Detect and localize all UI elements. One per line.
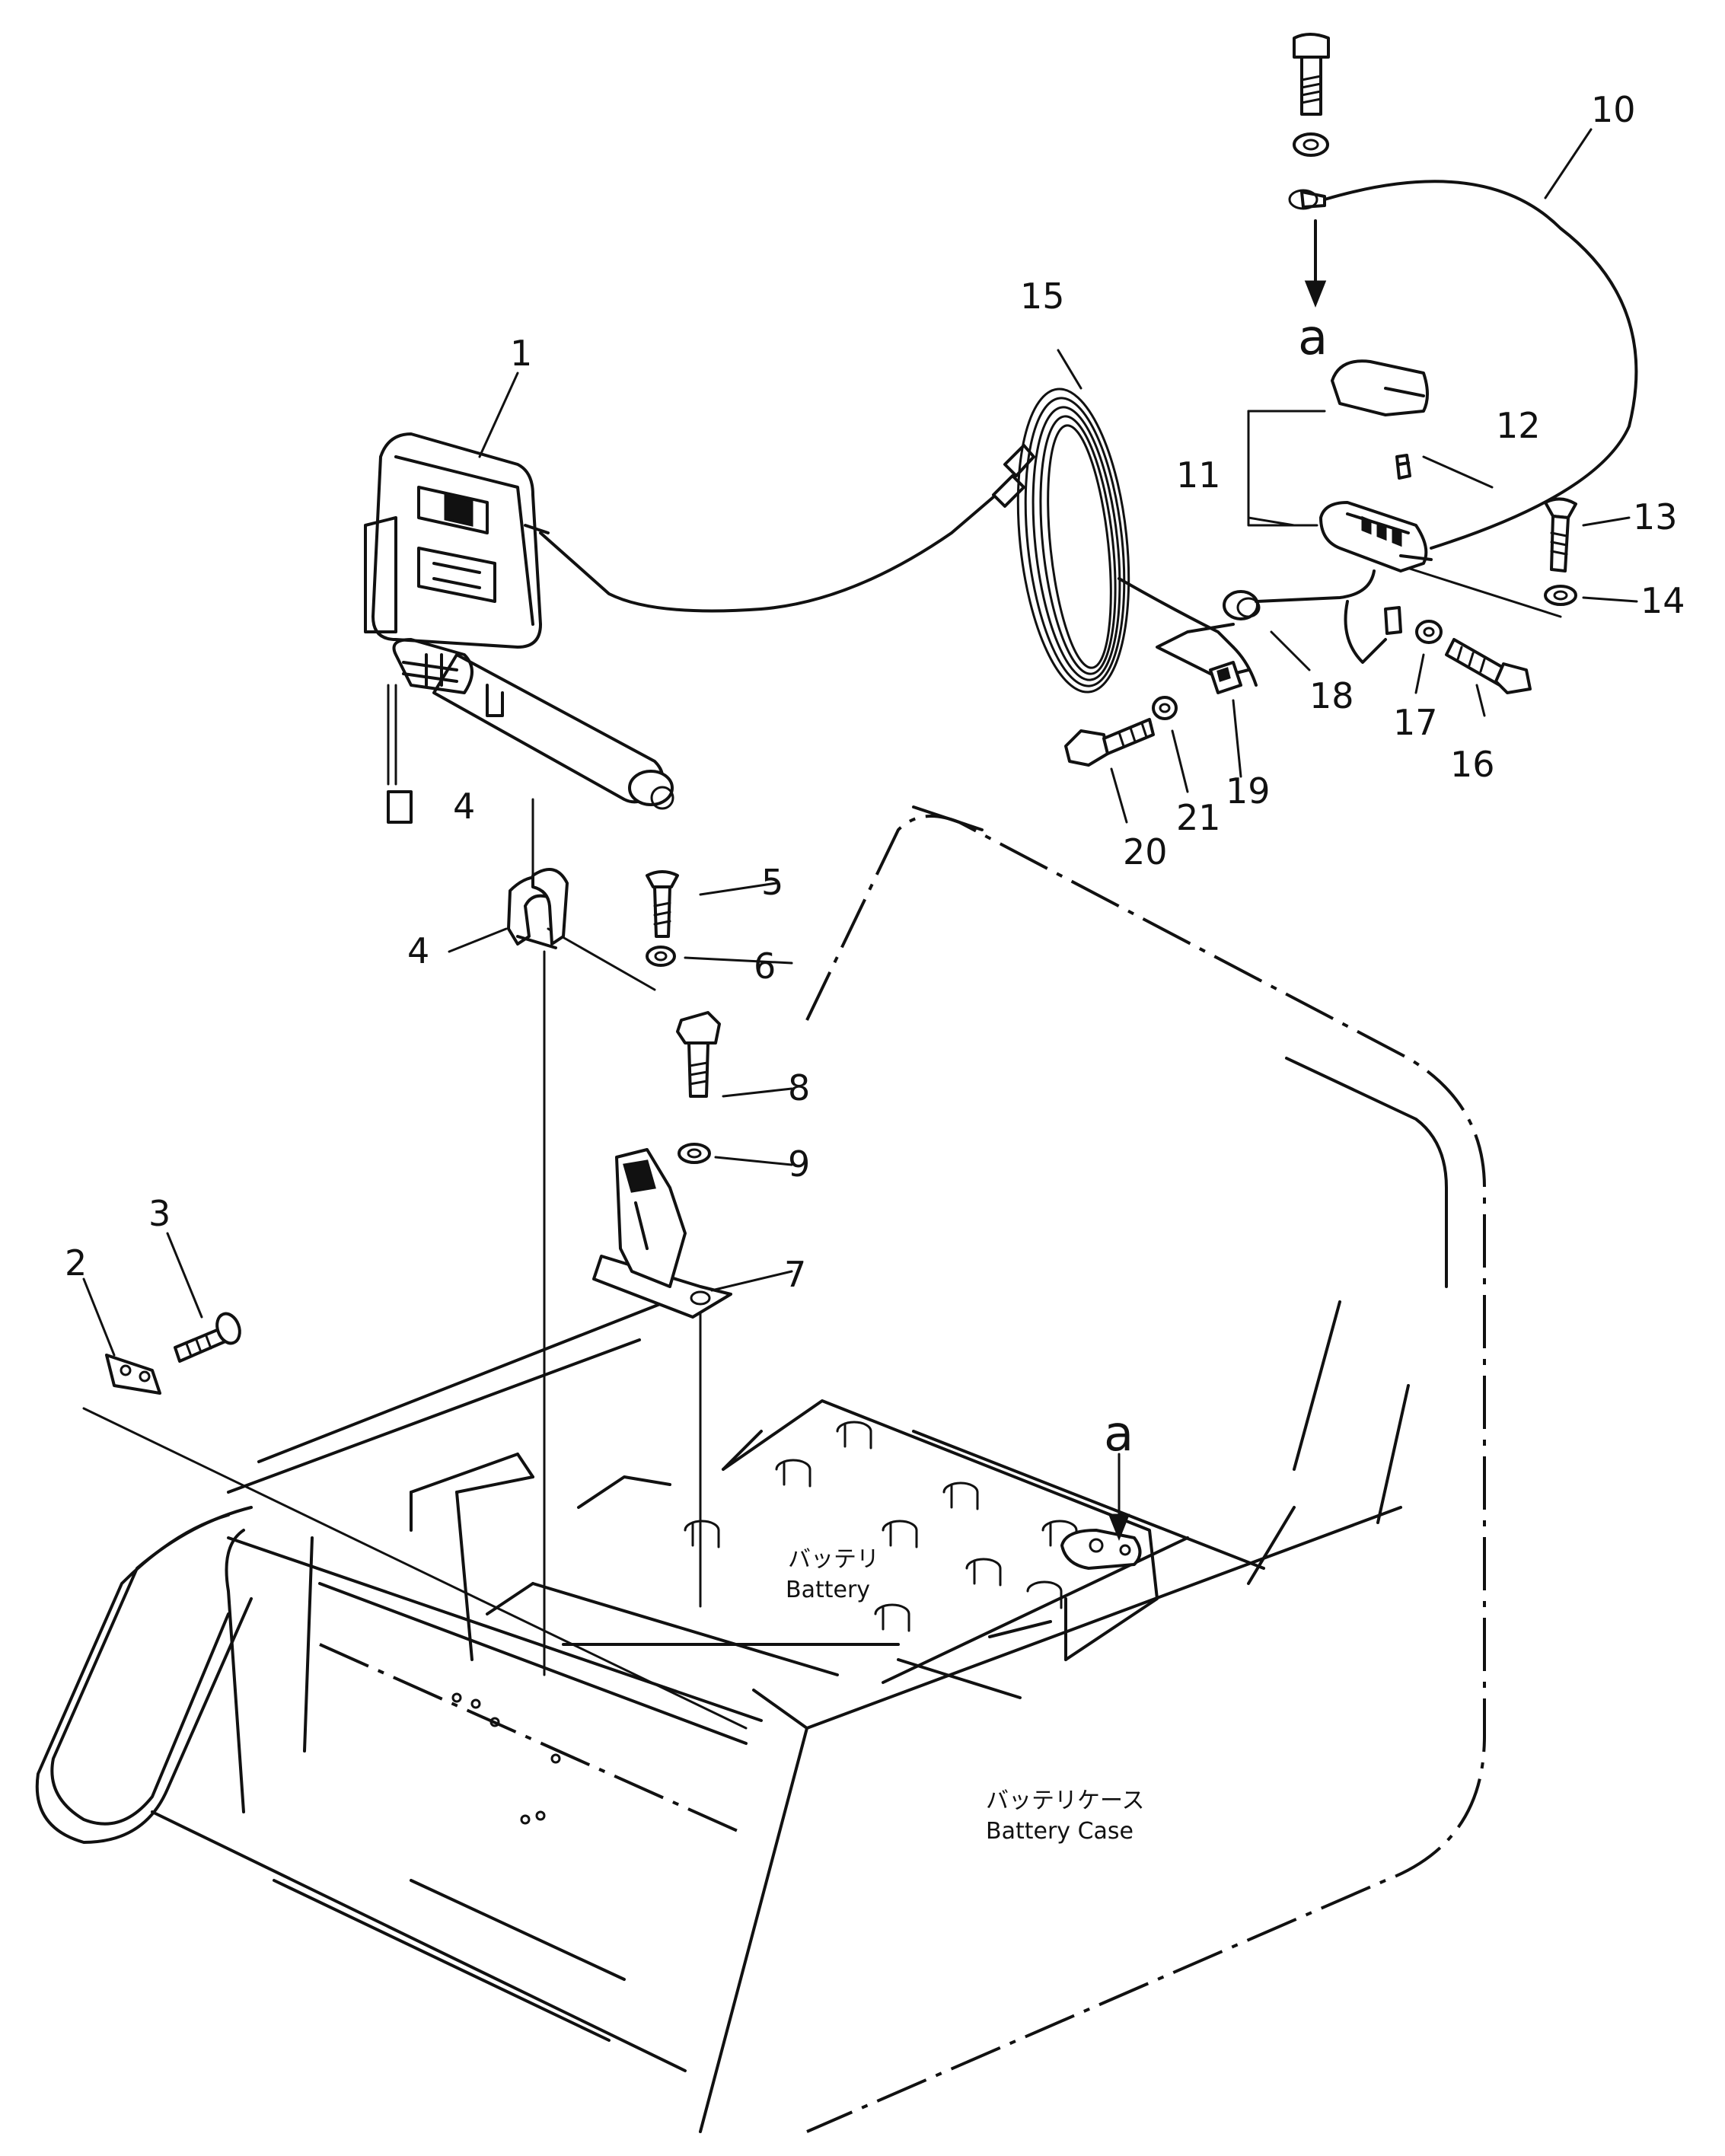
callout-4-upper: 4 xyxy=(453,786,475,827)
callout-8: 8 xyxy=(788,1067,810,1108)
part-21-washer xyxy=(1152,696,1178,720)
part-15-coiled-cable xyxy=(1016,388,1258,694)
battery-label-en: Battery xyxy=(786,1577,870,1603)
part-14-washer xyxy=(1544,585,1577,606)
part-12-fuse xyxy=(1395,454,1411,480)
callout-17: 17 xyxy=(1393,702,1438,743)
battery-case-label-en: Battery Case xyxy=(986,1818,1134,1845)
part-labels: バッテリ Battery バッテリケース Battery Case xyxy=(786,1546,1145,1845)
callout-14: 14 xyxy=(1641,580,1685,621)
part-19-terminal xyxy=(1209,661,1242,694)
callout-2: 2 xyxy=(65,1242,87,1284)
callout-12: 12 xyxy=(1496,405,1541,446)
callout-6: 6 xyxy=(754,946,776,987)
callout-13: 13 xyxy=(1633,496,1678,537)
part-4-clamp xyxy=(507,868,569,949)
battery-case-label-jp: バッテリケース xyxy=(986,1788,1145,1814)
part-1-control-box xyxy=(364,432,550,649)
callout-19: 19 xyxy=(1226,770,1271,812)
reference-markers: a a xyxy=(1104,310,1328,1462)
marker-a-top: a xyxy=(1298,310,1328,366)
callout-16: 16 xyxy=(1450,744,1495,785)
battery-case xyxy=(35,805,1486,2133)
callout-leaders xyxy=(82,128,1638,1542)
part-16-bolt xyxy=(1445,638,1532,694)
callout-20: 20 xyxy=(1123,831,1168,872)
part-9-washer xyxy=(678,1143,711,1164)
part-17-washer xyxy=(1415,620,1443,644)
part-13-screw xyxy=(1544,497,1577,572)
part-20-bolt xyxy=(1064,718,1155,767)
battery-terminals xyxy=(684,1421,1078,1632)
marker-a-bottom: a xyxy=(1104,1406,1134,1462)
part-18-grommet xyxy=(1156,569,1402,679)
callout-9: 9 xyxy=(788,1143,810,1185)
callout-numbers: 1 2 3 4 4 5 6 7 8 9 10 11 12 13 14 15 16… xyxy=(65,89,1685,1295)
callout-21: 21 xyxy=(1176,797,1221,838)
part-1-heater-cylinder xyxy=(387,638,674,824)
callout-11: 11 xyxy=(1176,454,1221,496)
callout-1: 1 xyxy=(510,333,532,374)
callout-4-lower: 4 xyxy=(407,930,429,971)
battery-terminal-clamp xyxy=(1060,1529,1142,1570)
callout-5: 5 xyxy=(761,862,783,903)
battery-label-jp: バッテリ xyxy=(788,1546,879,1573)
callout-7: 7 xyxy=(784,1254,806,1295)
bolt-top-a xyxy=(1293,33,1330,308)
battery xyxy=(577,1399,1265,1699)
part-5-screw xyxy=(646,870,679,938)
part-11-fuse-box xyxy=(1319,359,1433,572)
callout-10: 10 xyxy=(1591,89,1636,130)
callout-15: 15 xyxy=(1020,276,1065,317)
part-3-bolt xyxy=(174,1312,241,1363)
cables xyxy=(539,180,1638,613)
part-6-washer xyxy=(646,946,676,967)
assembly-lines xyxy=(82,516,1562,1730)
part-8-bolt xyxy=(676,1011,721,1098)
part-7-bracket xyxy=(592,1148,732,1319)
callout-3: 3 xyxy=(148,1193,171,1234)
callout-18: 18 xyxy=(1309,675,1354,716)
part-2-nut-plate xyxy=(105,1354,161,1395)
